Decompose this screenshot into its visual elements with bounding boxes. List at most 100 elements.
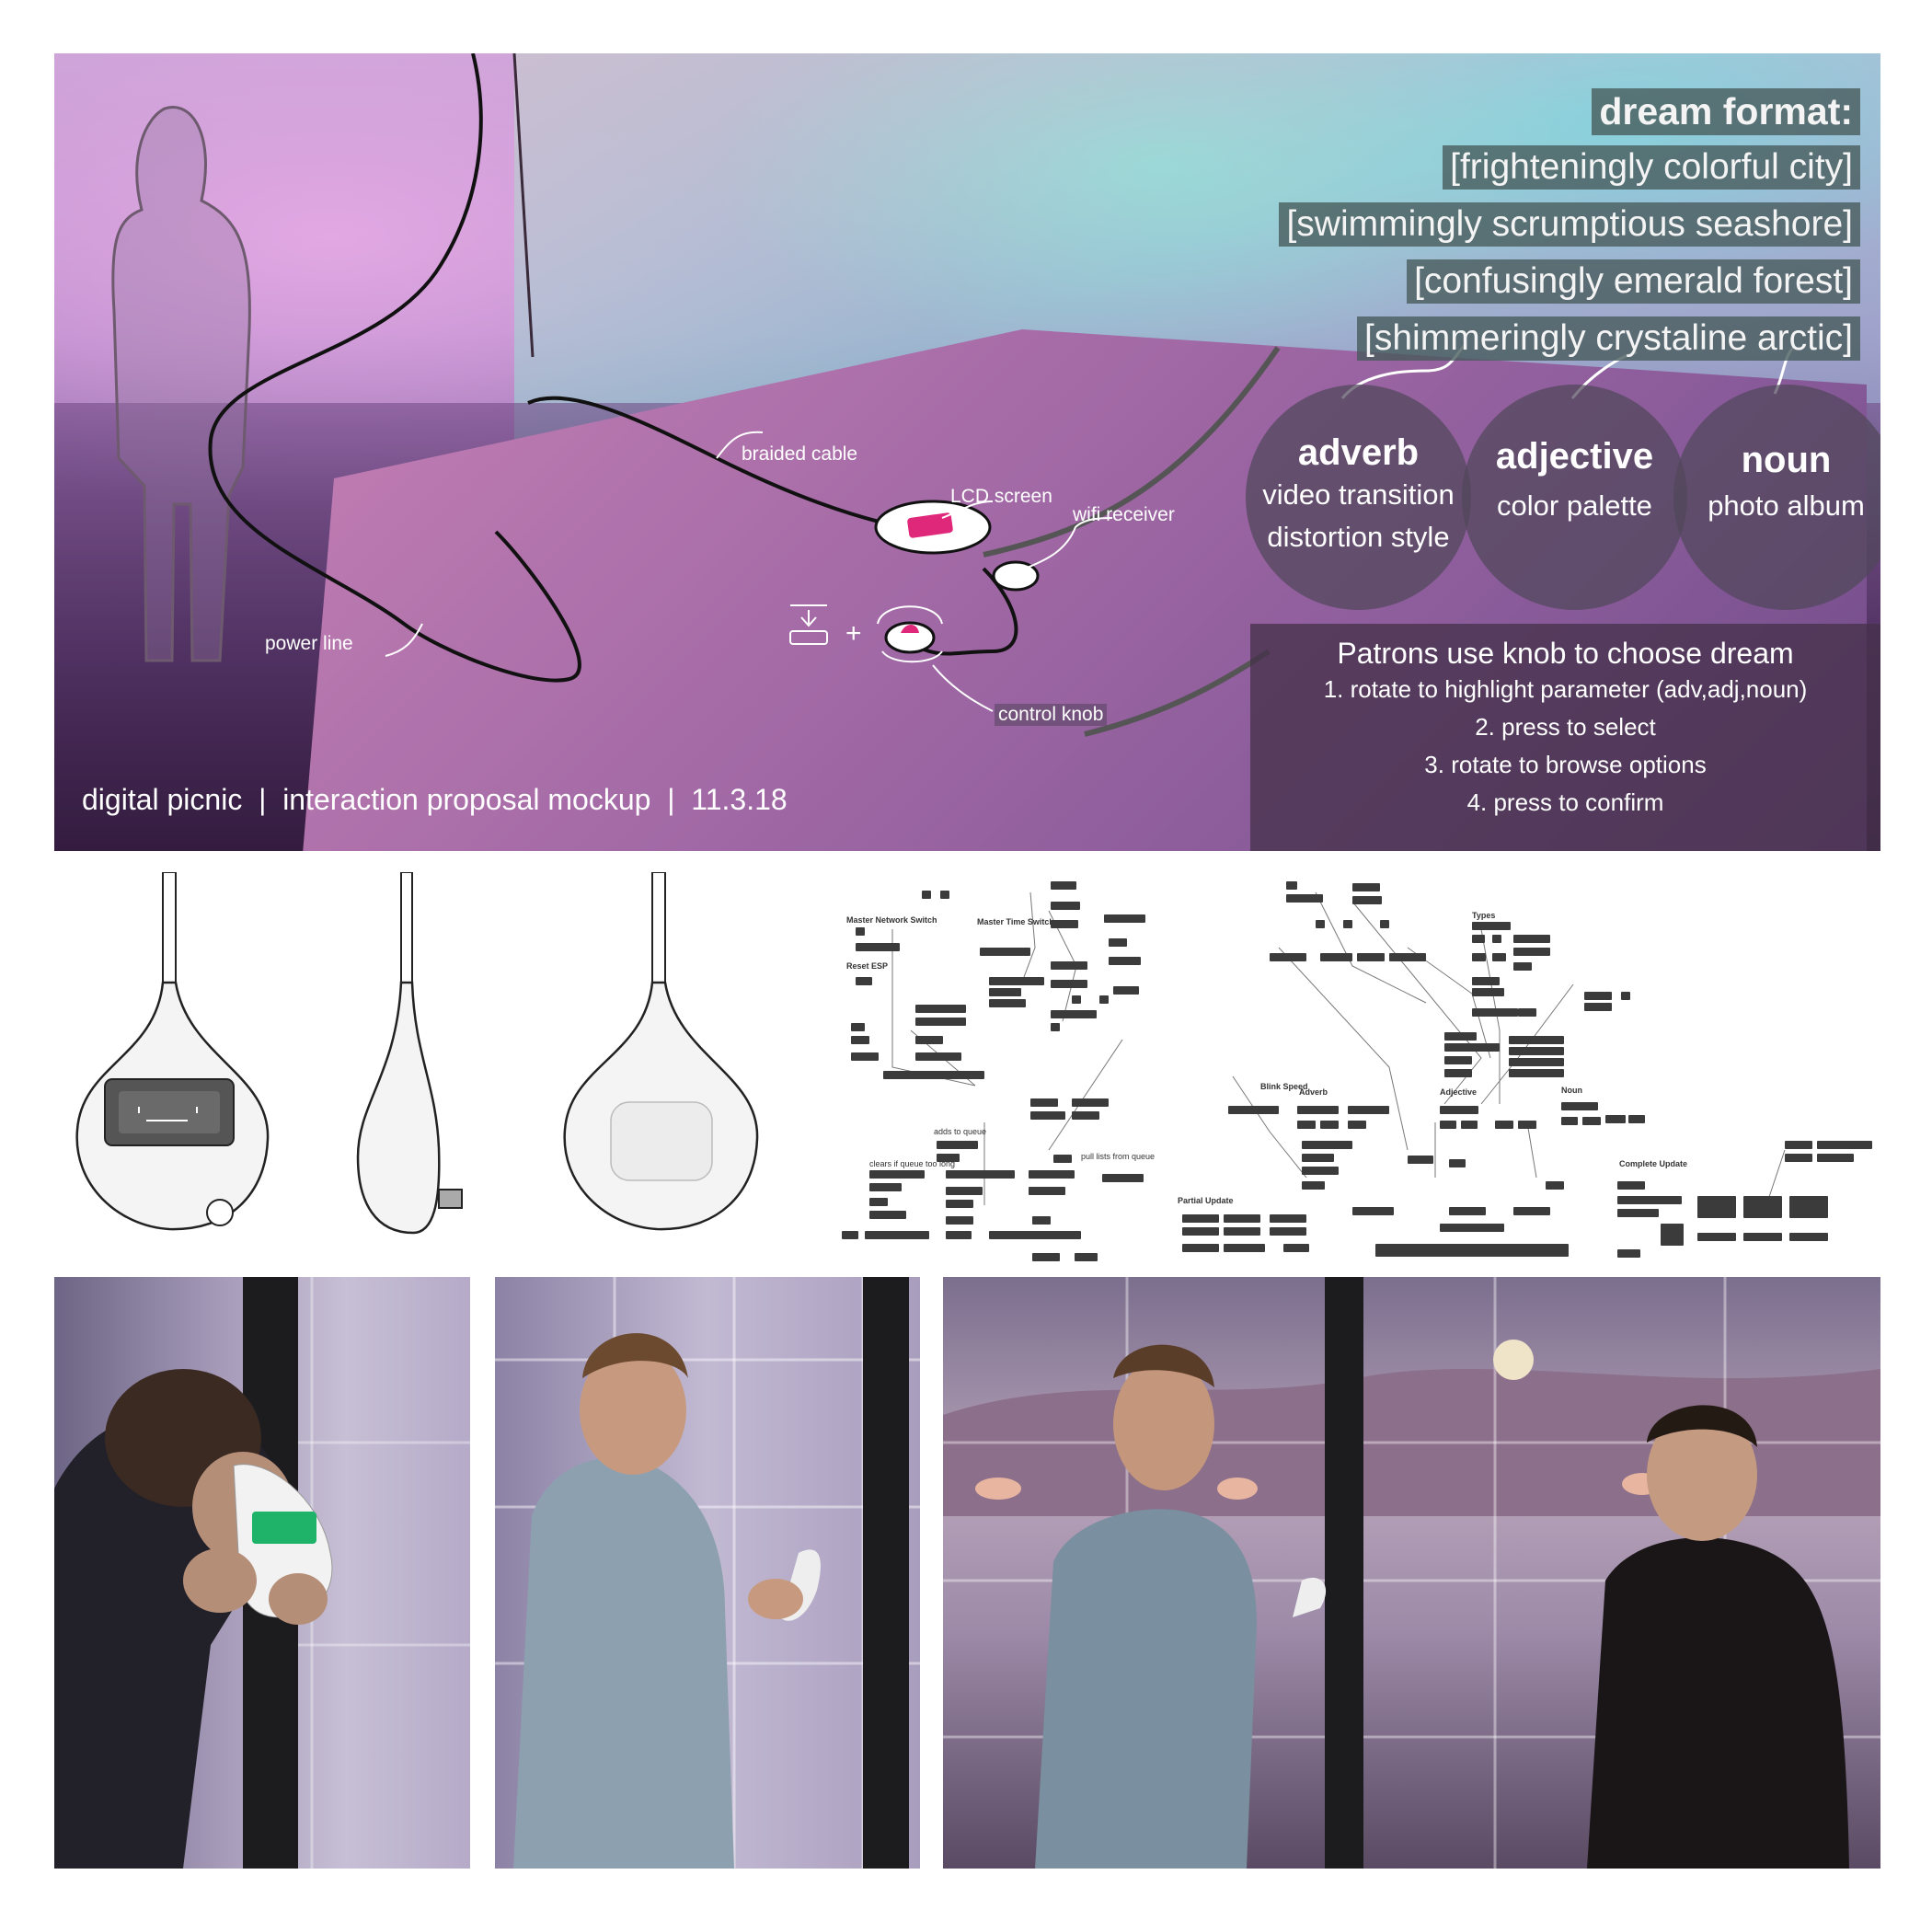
patch-label-pull-lists: pull lists from queue — [1081, 1152, 1156, 1161]
dream-example-2: [swimmingly scrumptious seashore] — [1279, 202, 1860, 247]
patch-node — [1561, 1117, 1578, 1125]
patch-node — [1697, 1233, 1736, 1241]
patch-node — [1109, 938, 1127, 947]
instruction-step-4: 4. press to confirm — [1466, 788, 1664, 816]
patch-node — [1316, 920, 1325, 928]
pod-green-screen — [252, 1512, 316, 1544]
patch-node — [1051, 961, 1087, 970]
patch-node — [1051, 881, 1076, 890]
patch-node — [1495, 1121, 1513, 1129]
patch-node — [1509, 1047, 1564, 1055]
patch-node — [1032, 1216, 1051, 1225]
patch-node — [1785, 1141, 1812, 1149]
patch-node — [1352, 896, 1382, 904]
patch-node — [869, 1211, 906, 1219]
instruction-step-2: 2. press to select — [1475, 713, 1656, 741]
patch-label-adverb: Adverb — [1299, 1087, 1328, 1097]
patch-node — [1408, 1156, 1433, 1164]
patch-node — [1546, 1181, 1564, 1190]
patch-node — [989, 1231, 1081, 1239]
patch-node — [1104, 914, 1145, 923]
patch-node — [1228, 1106, 1279, 1114]
patch-node — [1297, 1121, 1316, 1129]
patch-node — [1628, 1115, 1645, 1123]
interaction-mockup-panel: + braided cable LCD screen wifi receiver… — [54, 53, 1880, 851]
photo3-scene — [943, 1277, 1880, 1869]
patch-label-noun: Noun — [1561, 1086, 1582, 1095]
patch-node — [989, 988, 1021, 996]
patch-node — [1182, 1214, 1219, 1223]
wifi-receiver-label: wifi receiver — [1073, 504, 1175, 525]
adjective-line-1: color palette — [1497, 489, 1652, 522]
photo2-scene — [495, 1277, 920, 1869]
patch-node — [851, 1052, 879, 1061]
patch-node — [1320, 1121, 1339, 1129]
max-patch-diagram: Master Network Switch Master Time Switch… — [837, 874, 1881, 1261]
patch-node — [1072, 1098, 1109, 1107]
braided-cable — [527, 396, 883, 524]
device-back-view — [563, 872, 759, 1231]
adverb-line-1: video transition — [1262, 478, 1455, 511]
lcd-screen — [907, 512, 953, 538]
braided-cable-label: braided cable — [742, 443, 858, 465]
patch-node — [1224, 1214, 1260, 1223]
patch-node — [1029, 1170, 1075, 1179]
patch-node — [1472, 1008, 1518, 1017]
patch-node — [1444, 1069, 1472, 1077]
patch-node — [851, 1023, 865, 1031]
patch-node — [946, 1200, 973, 1208]
adverb-circle: adverb video transition distortion style — [1246, 385, 1471, 610]
patch-node — [842, 1231, 858, 1239]
adverb-word: adverb — [1297, 432, 1420, 473]
patch-node — [946, 1231, 972, 1239]
patch-node — [1440, 1121, 1456, 1129]
patch-node — [1518, 1121, 1536, 1129]
patch-label-blink-speed: Blink Speed — [1260, 1082, 1308, 1091]
patch-node — [1270, 1227, 1306, 1236]
knob-cable — [908, 567, 1018, 656]
patch-node — [946, 1187, 983, 1195]
patch-node — [1472, 988, 1504, 996]
patch-node — [1109, 957, 1141, 965]
patch-node — [1513, 935, 1550, 943]
patch-node — [1051, 980, 1087, 988]
patch-node — [1286, 881, 1297, 890]
adverb-line-2: distortion style — [1267, 521, 1450, 553]
patch-node — [1617, 1181, 1645, 1190]
mockup-caption: digital picnic | interaction proposal mo… — [82, 783, 788, 816]
device-front-view — [75, 872, 270, 1231]
patch-node — [856, 927, 865, 936]
device-side-view — [356, 872, 463, 1235]
patch-node — [922, 891, 931, 899]
photo1-scene — [54, 1277, 470, 1869]
control-knob-label: control knob — [995, 704, 1108, 726]
patch-node — [1352, 883, 1380, 891]
patch-node — [1789, 1196, 1828, 1218]
patch-node — [856, 977, 872, 985]
patch-node — [1513, 962, 1532, 971]
person-silhouette — [111, 106, 251, 662]
patch-node — [1509, 1036, 1564, 1044]
patch-node — [1302, 1141, 1352, 1149]
svg-text:+: + — [845, 618, 862, 649]
patch-node — [1584, 1003, 1612, 1011]
patch-node — [937, 1141, 978, 1149]
patch-node — [989, 999, 1026, 1007]
noun-word: noun — [1741, 440, 1832, 480]
patch-node — [1518, 1008, 1536, 1017]
patch-node — [1343, 920, 1352, 928]
patch-node — [1509, 1058, 1564, 1066]
patch-node — [946, 1170, 1015, 1179]
patch-node — [869, 1170, 925, 1179]
patch-node — [1817, 1154, 1854, 1162]
patch-node — [1789, 1233, 1828, 1241]
patch-node — [1072, 995, 1081, 1004]
patch-node — [1051, 1010, 1097, 1018]
patch-node — [1605, 1115, 1626, 1123]
patch-node — [1617, 1209, 1659, 1217]
patch-node — [1513, 948, 1550, 956]
patch-label-adjective: Adjective — [1440, 1087, 1478, 1097]
patch-node — [1444, 1056, 1472, 1064]
patch-node — [1348, 1121, 1366, 1129]
patch-node — [1440, 1106, 1478, 1114]
